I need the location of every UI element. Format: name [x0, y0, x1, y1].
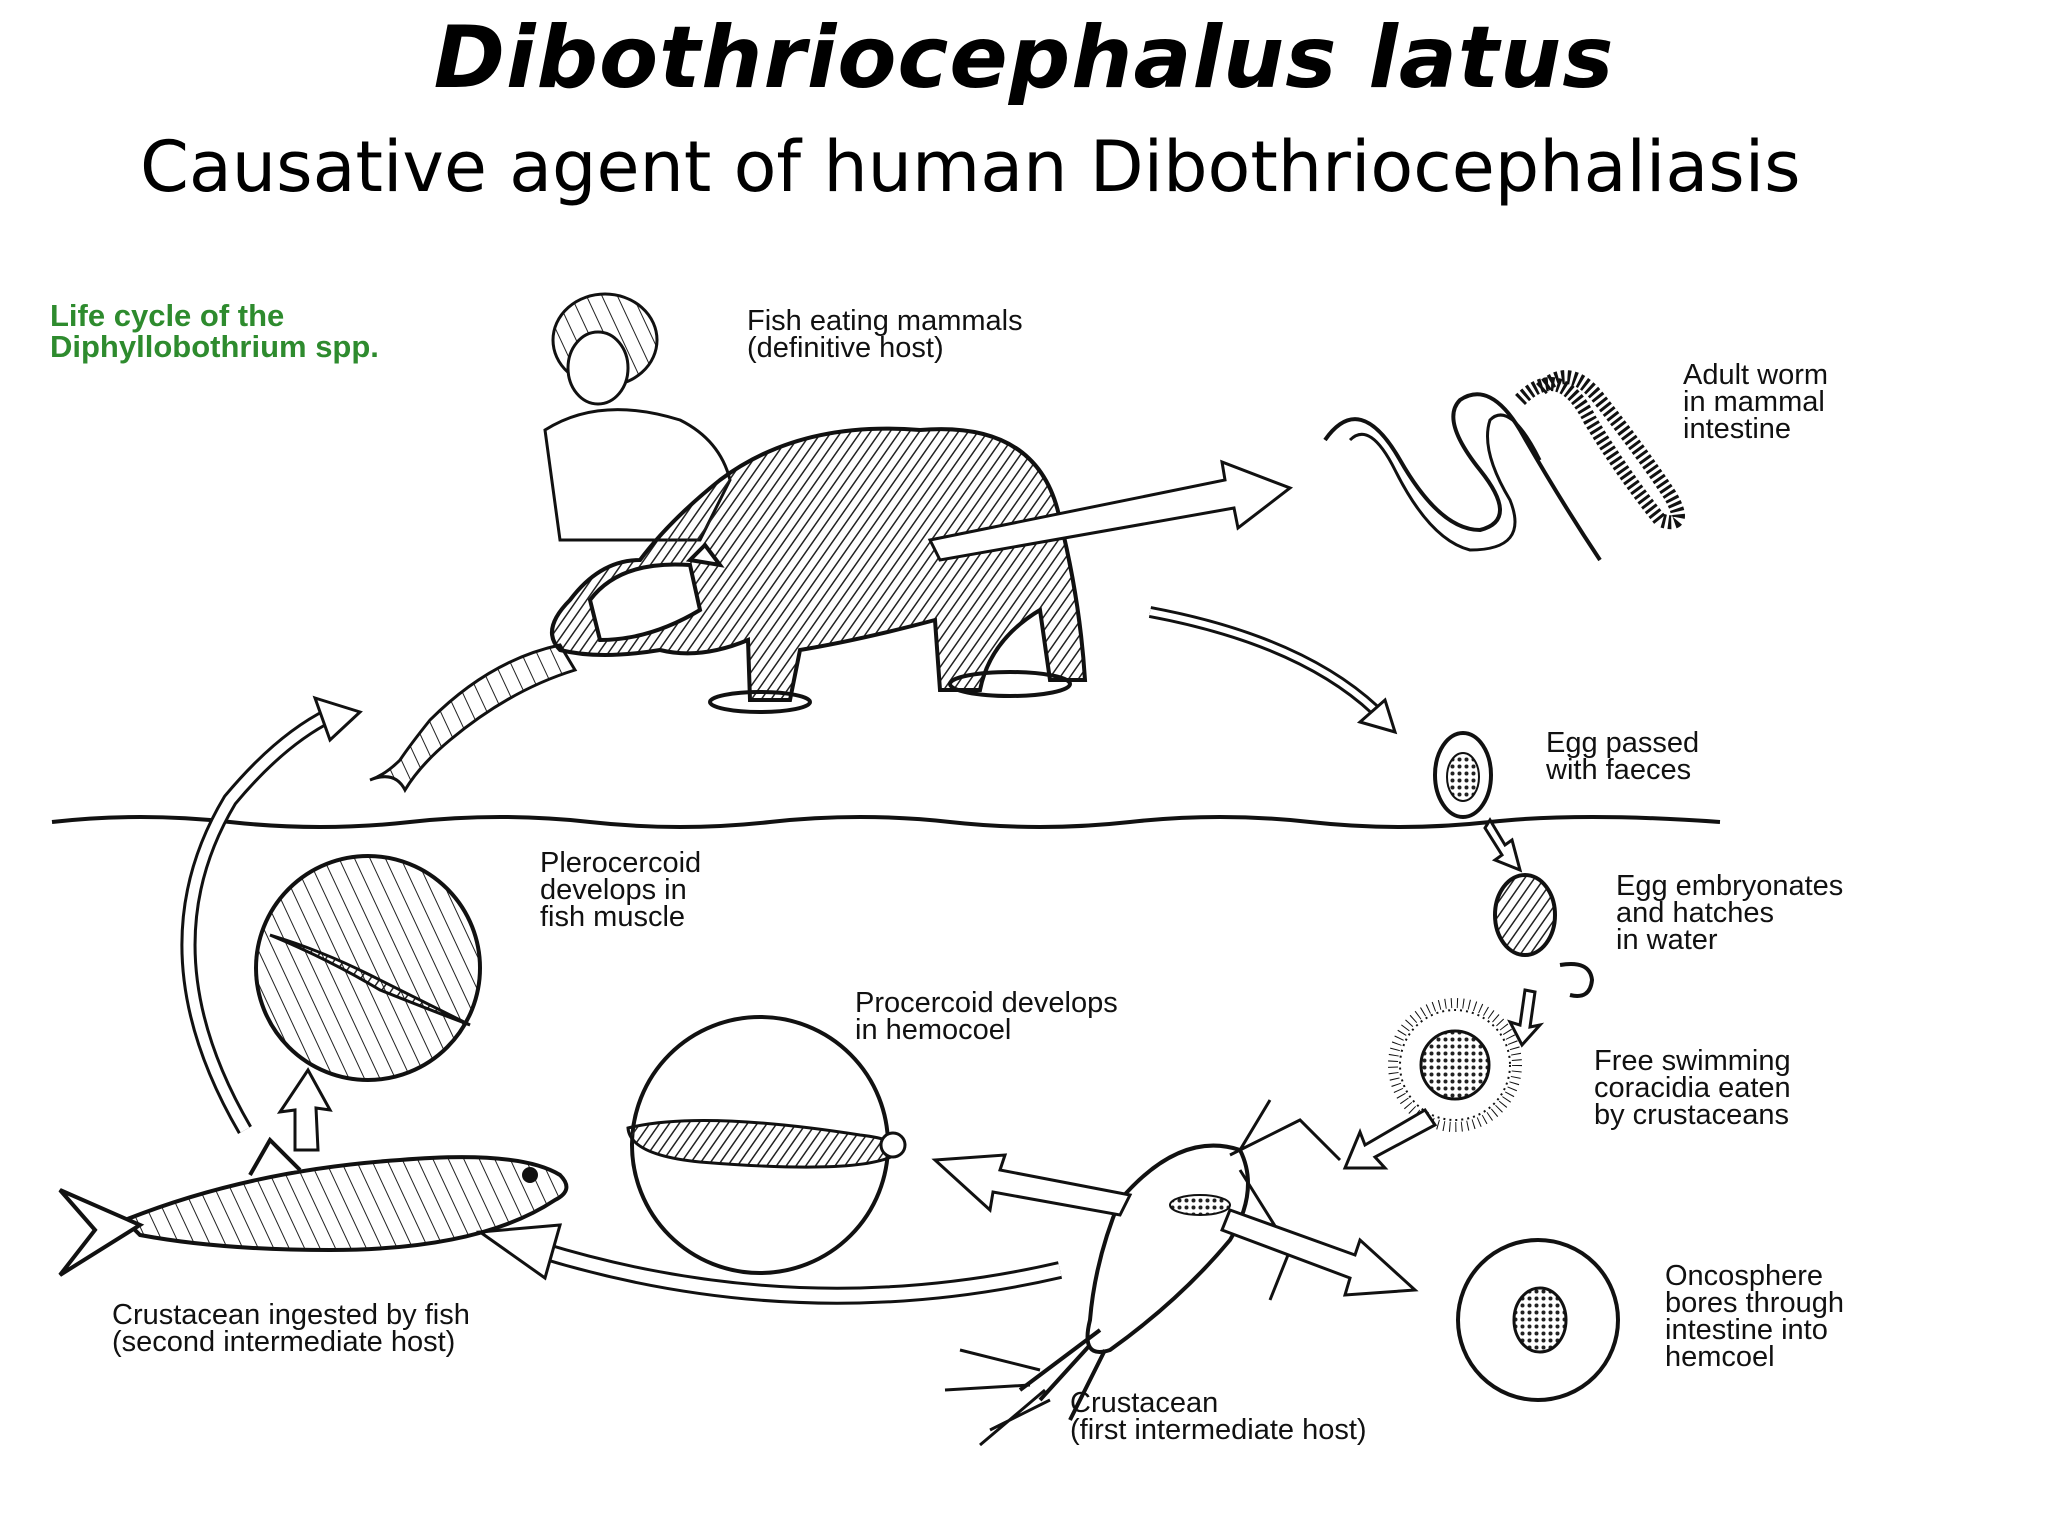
arrow-to-egg — [1148, 606, 1380, 715]
bear-illustration — [550, 426, 1088, 714]
arrow-fish-to-plerocercoid — [276, 1067, 333, 1152]
label-coracidia: Free swimming coracidia eaten by crustac… — [1594, 1045, 1791, 1131]
arrow-to-crustacean — [1342, 1107, 1438, 1170]
label-plerocercoid: Plerocercoid develops in fish muscle — [540, 847, 702, 933]
procercoid-circle — [626, 1015, 907, 1275]
plerocercoid-circle — [254, 854, 482, 1082]
slide-title: Dibothriocephalus latus — [433, 8, 1615, 108]
arrow-to-procercoid — [931, 1153, 1133, 1217]
arrow-to-oncosphere — [1220, 1208, 1419, 1297]
coracidium-illustration — [1388, 998, 1522, 1132]
label-egg-passed: Egg passed with faeces — [1546, 727, 1700, 786]
life-cycle-title: Life cycle of the Diphyllobothrium spp. — [50, 298, 379, 364]
label-adult-worm: Adult worm in mammal intestine — [1683, 359, 1829, 445]
label-procercoid: Procercoid develops in hemocoel — [855, 987, 1118, 1046]
arrow-egg-down — [1483, 817, 1523, 873]
label-definitive-host: Fish eating mammals (definitive host) — [747, 305, 1023, 364]
adult-worm-illustration — [1323, 370, 1685, 562]
label-crustacean-ingested: Crustacean ingested by fish (second inte… — [112, 1299, 470, 1358]
slide-subtitle: Causative agent of human Dibothriocephal… — [140, 126, 1801, 208]
oncosphere-circle — [1456, 1238, 1620, 1402]
fish-illustration — [58, 1136, 569, 1277]
egg-embryonates-illustration — [1493, 873, 1595, 998]
arrow-to-coracidium — [1507, 988, 1545, 1048]
caught-fish — [369, 643, 578, 794]
arrow-bear-to-worm — [927, 459, 1294, 562]
label-oncosphere: Oncosphere bores through intestine into … — [1665, 1260, 1844, 1373]
water-surface-line — [51, 815, 1721, 829]
label-egg-embryonates: Egg embryonates and hatches in water — [1616, 870, 1844, 956]
label-crustacean-first-host: Crustacean (first intermediate host) — [1070, 1387, 1367, 1446]
human-figure — [543, 292, 732, 542]
